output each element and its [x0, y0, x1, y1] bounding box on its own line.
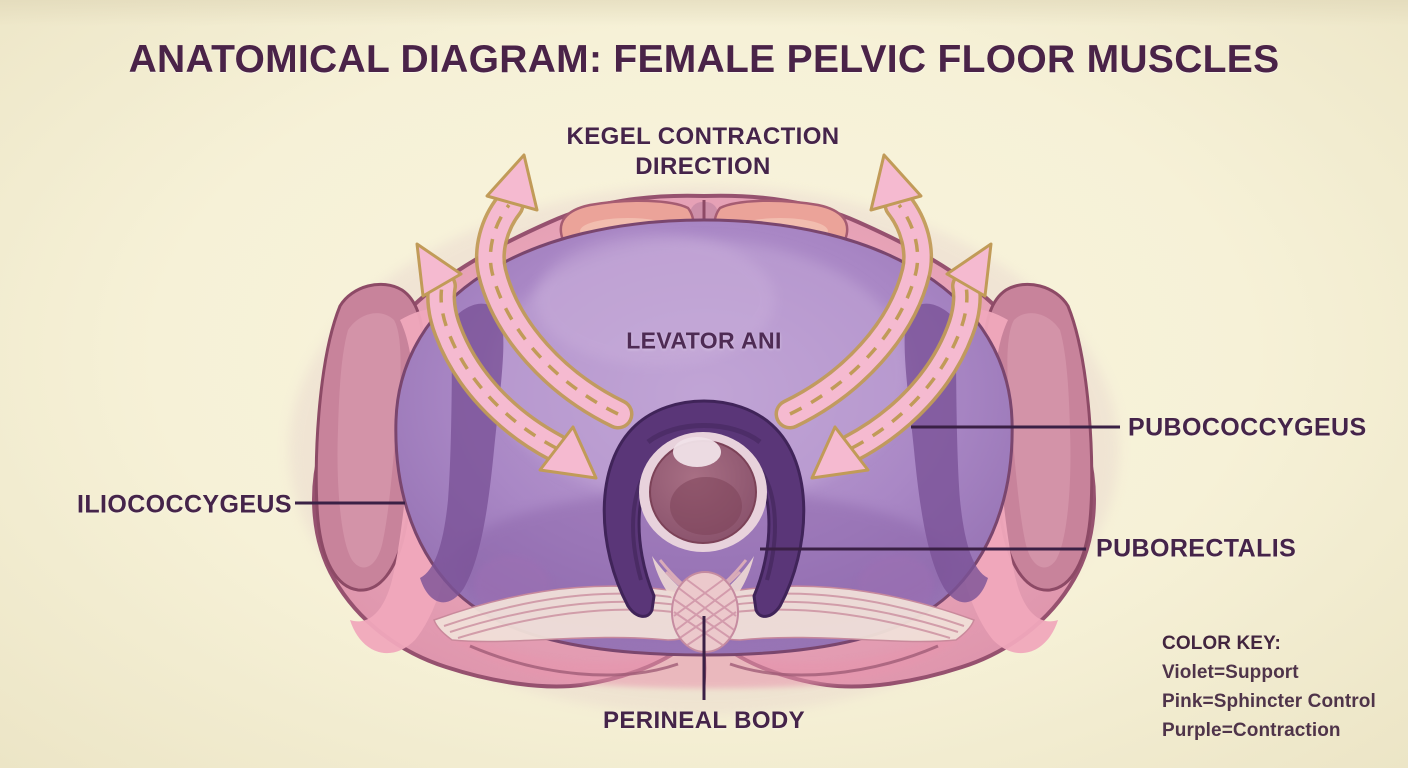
- color-key-entry-violet: Violet=Support: [1162, 662, 1299, 683]
- kegel-direction-label-line2: DIRECTION: [635, 153, 771, 180]
- levator-ani-label: LEVATOR ANI: [626, 327, 782, 354]
- kegel-arrow-outer-right: [810, 242, 993, 480]
- color-key: COLOR KEY: Violet=Support Pink=Sphincter…: [1162, 629, 1376, 745]
- color-key-title: COLOR KEY:: [1162, 633, 1281, 654]
- perineal-body-label: PERINEAL BODY: [602, 707, 806, 734]
- page-title: ANATOMICAL DIAGRAM: FEMALE PELVIC FLOOR …: [128, 38, 1280, 81]
- central-canal: [639, 432, 767, 552]
- leader-lines: [295, 425, 1120, 700]
- color-key-entry-purple: Purple=Contraction: [1162, 720, 1341, 741]
- kegel-arrow-inner-left: [474, 153, 634, 430]
- iliococcygeus-label: ILIOCOCCYGEUS: [77, 490, 292, 519]
- pubococcygeus-label: PUBOCOCCYGEUS: [1128, 413, 1367, 442]
- color-key-entry-pink: Pink=Sphincter Control: [1162, 691, 1376, 712]
- kegel-direction-label: KEGEL CONTRACTION DIRECTION: [566, 122, 839, 182]
- kegel-arrow-inner-right: [774, 153, 934, 430]
- puborectalis-label: PUBORECTALIS: [1096, 534, 1297, 563]
- kegel-arrow-outer-left: [415, 242, 598, 480]
- kegel-direction-label-line1: KEGEL CONTRACTION: [566, 123, 840, 150]
